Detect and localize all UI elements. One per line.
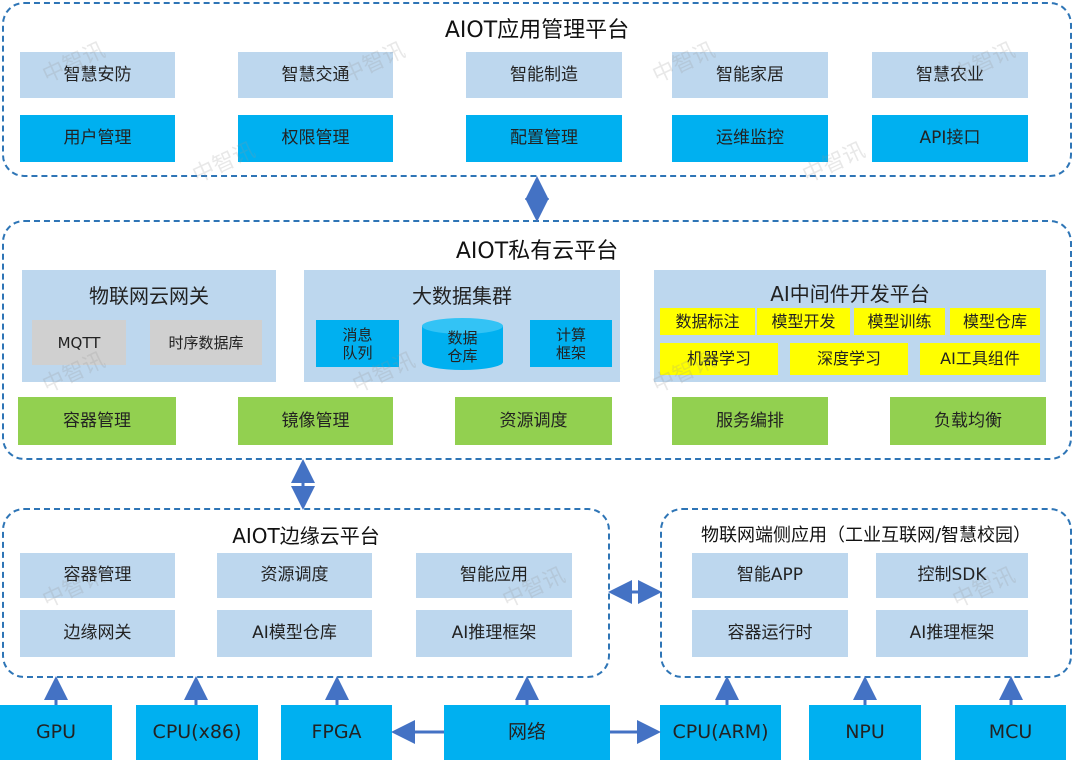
- service-item: 镜像管理: [238, 397, 393, 445]
- endpoint-item: 控制SDK: [876, 553, 1028, 598]
- mqtt-box: MQTT: [32, 320, 126, 365]
- ai-middleware-title: AI中间件开发平台: [770, 282, 930, 306]
- app-item: 智慧交通: [238, 52, 393, 98]
- big-data-panel: 大数据集群 消息 队列 数据 仓库 计算 框架: [304, 270, 620, 382]
- endpoint-item: 智能APP: [692, 553, 848, 598]
- hardware-cpu-x86: CPU(x86): [136, 705, 258, 760]
- ai-tool: 机器学习: [660, 343, 778, 375]
- ai-tool: 模型开发: [757, 308, 850, 335]
- mgmt-item: 运维监控: [672, 115, 828, 162]
- edge-item: 容器管理: [20, 553, 175, 598]
- service-item: 服务编排: [672, 397, 828, 445]
- app-item: 智能家居: [672, 52, 828, 98]
- app-platform-title: AIOT应用管理平台: [444, 18, 630, 43]
- mgmt-item: 用户管理: [20, 115, 175, 162]
- service-item: 负载均衡: [890, 397, 1046, 445]
- edge-item: AI模型仓库: [217, 610, 372, 657]
- edge-item: 资源调度: [217, 553, 372, 598]
- edge-item: AI推理框架: [416, 610, 572, 657]
- app-item: 智慧农业: [872, 52, 1028, 98]
- hardware-gpu: GPU: [0, 705, 112, 760]
- hardware-cpu-arm: CPU(ARM): [660, 705, 781, 760]
- hardware-mcu: MCU: [955, 705, 1066, 760]
- endpoint-item: AI推理框架: [876, 610, 1028, 657]
- cylinder-icon: [422, 318, 503, 370]
- message-queue-box: 消息 队列: [316, 320, 399, 367]
- service-item: 资源调度: [455, 397, 612, 445]
- edge-item: 边缘网关: [20, 610, 175, 657]
- endpoint-item: 容器运行时: [692, 610, 848, 657]
- edge-item: 智能应用: [416, 553, 572, 598]
- compute-framework-box: 计算 框架: [530, 320, 612, 367]
- ai-middleware-panel: AI中间件开发平台 数据标注 模型开发 模型训练 模型仓库 机器学习 深度学习 …: [654, 270, 1046, 382]
- ai-tool: 模型训练: [854, 308, 945, 335]
- iot-gateway-panel: 物联网云网关 MQTT 时序数据库: [22, 270, 276, 382]
- ai-tool: 模型仓库: [950, 308, 1040, 335]
- data-warehouse-label: 数据 仓库: [447, 329, 478, 365]
- hardware-network: 网络: [444, 705, 610, 760]
- app-item: 智能制造: [466, 52, 622, 98]
- ai-tool: 深度学习: [790, 343, 908, 375]
- tsdb-box: 时序数据库: [150, 320, 262, 365]
- mgmt-item: 配置管理: [466, 115, 622, 162]
- data-warehouse-cylinder: 数据 仓库: [422, 318, 503, 370]
- hardware-fpga: FPGA: [281, 705, 392, 760]
- ai-tool: AI工具组件: [920, 343, 1040, 375]
- edge-cloud-title: AIOT边缘云平台: [232, 524, 380, 548]
- mgmt-item: 权限管理: [238, 115, 393, 162]
- hardware-npu: NPU: [809, 705, 921, 760]
- endpoint-title: 物联网端侧应用（工业互联网/智慧校园）: [700, 525, 1032, 546]
- private-cloud-title: AIOT私有云平台: [455, 239, 619, 264]
- big-data-title: 大数据集群: [412, 284, 512, 308]
- app-item: 智慧安防: [20, 52, 175, 98]
- mgmt-item: API接口: [872, 115, 1028, 162]
- service-item: 容器管理: [18, 397, 176, 445]
- ai-tool: 数据标注: [660, 308, 755, 335]
- iot-gateway-title: 物联网云网关: [89, 284, 209, 308]
